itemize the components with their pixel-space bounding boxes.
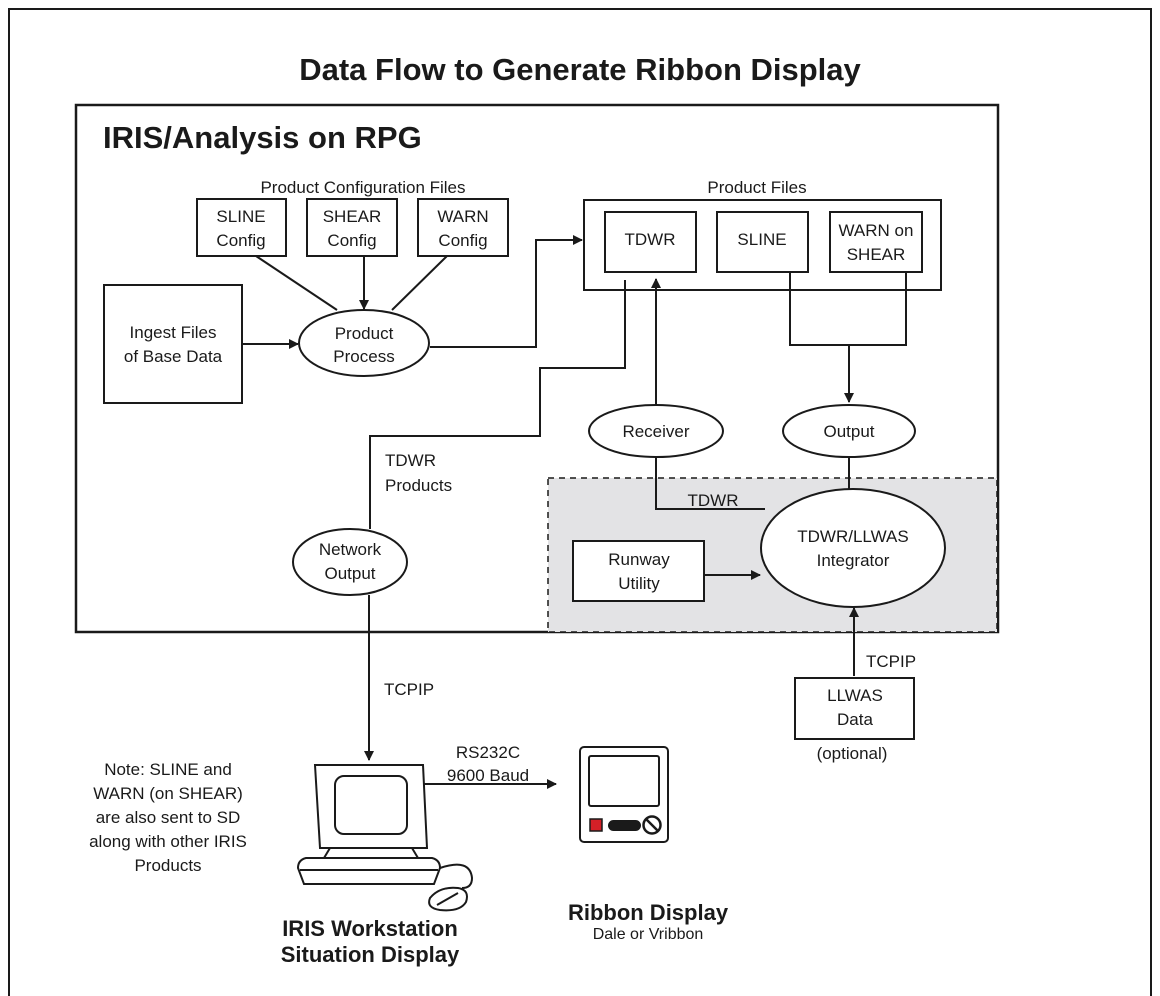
config-file-sline: SLINE Config [196, 198, 287, 257]
runway-line1: Runway [608, 550, 670, 569]
product-files-label: Product Files [707, 178, 806, 197]
config-file-warn: WARN Config [417, 198, 509, 257]
connector-integrator-receiver [655, 457, 765, 510]
ribbon-display-title: Ribbon Display [568, 900, 729, 925]
integrator-node: TDWR/LLWAS Integrator [760, 488, 946, 608]
output-label: Output [823, 422, 874, 441]
workstation-computer-icon [296, 764, 474, 912]
config-group-label: Product Configuration Files [260, 178, 465, 197]
product-file-line1: WARN on [839, 221, 914, 240]
note-line: Products [134, 856, 201, 875]
network-output-line1: Network [319, 540, 382, 559]
ingest-files-box: Ingest Files of Base Data [103, 284, 243, 404]
tdwr-products-line2: Products [385, 476, 452, 495]
config-file-line2: Config [438, 231, 487, 250]
llwas-line2: Data [837, 710, 873, 729]
receiver-label: Receiver [622, 422, 689, 441]
receiver-node: Receiver [588, 404, 724, 458]
tdwr-link-label: TDWR [688, 491, 739, 510]
network-output-line2: Output [324, 564, 375, 583]
output-node: Output [782, 404, 916, 458]
product-file-tdwr: TDWR [604, 211, 697, 273]
workstation-line1: IRIS Workstation [282, 916, 458, 941]
product-file-line2: SHEAR [847, 245, 906, 264]
page-title: Data Flow to Generate Ribbon Display [299, 52, 861, 87]
llwas-line1: LLWAS [827, 686, 883, 705]
runway-utility-box: Runway Utility [572, 540, 705, 602]
product-process-line2: Process [333, 347, 394, 366]
outer-frame [8, 8, 1152, 996]
connector-process-products [430, 235, 583, 348]
note-line: WARN (on SHEAR) [93, 784, 243, 803]
tdwr-products-line1: TDWR [385, 451, 436, 470]
note-line: along with other IRIS [89, 832, 247, 851]
config-file-line2: Config [216, 231, 265, 250]
network-output-node: Network Output [292, 528, 408, 596]
config-file-line2: Config [327, 231, 376, 250]
ingest-line1: Ingest Files [130, 323, 217, 342]
product-file-line1: SLINE [737, 230, 786, 249]
integrator-line1: TDWR/LLWAS [797, 527, 908, 546]
workstation-line2: Situation Display [281, 942, 460, 967]
llwas-data-box: LLWAS Data [794, 677, 915, 740]
product-file-line1: TDWR [625, 230, 676, 249]
config-file-shear: SHEAR Config [306, 198, 398, 257]
note-line: are also sent to SD [96, 808, 241, 827]
note-line: Note: SLINE and [104, 760, 232, 779]
side-note: Note: SLINE and WARN (on SHEAR) are also… [89, 760, 247, 875]
connector-warn-config [391, 255, 448, 311]
ribbon-display-subtitle: Dale or Vribbon [593, 926, 704, 943]
integrator-line2: Integrator [817, 551, 890, 570]
rs232-line2: 9600 Baud [447, 766, 529, 785]
product-file-warn-shear: WARN on SHEAR [829, 211, 923, 273]
rpg-system-box [74, 103, 1000, 634]
llwas-note: (optional) [817, 744, 888, 763]
config-file-line1: SLINE [216, 207, 265, 226]
tcpip-left-label: TCPIP [384, 680, 434, 699]
ribbon-display-icon [579, 746, 669, 843]
product-file-sline: SLINE [716, 211, 809, 273]
connector-sline-config [255, 255, 338, 311]
config-file-line1: SHEAR [323, 207, 382, 226]
connector-tdwr-network [369, 280, 626, 529]
config-file-line1: WARN [437, 207, 488, 226]
tcpip-right-label: TCPIP [866, 652, 916, 671]
runway-line2: Utility [618, 574, 660, 593]
rs232-line1: RS232C [456, 743, 520, 762]
product-process-line1: Product [335, 324, 394, 343]
system-label: IRIS/Analysis on RPG [103, 120, 422, 155]
product-process-node: Product Process [298, 309, 430, 377]
ingest-line2: of Base Data [124, 347, 223, 366]
